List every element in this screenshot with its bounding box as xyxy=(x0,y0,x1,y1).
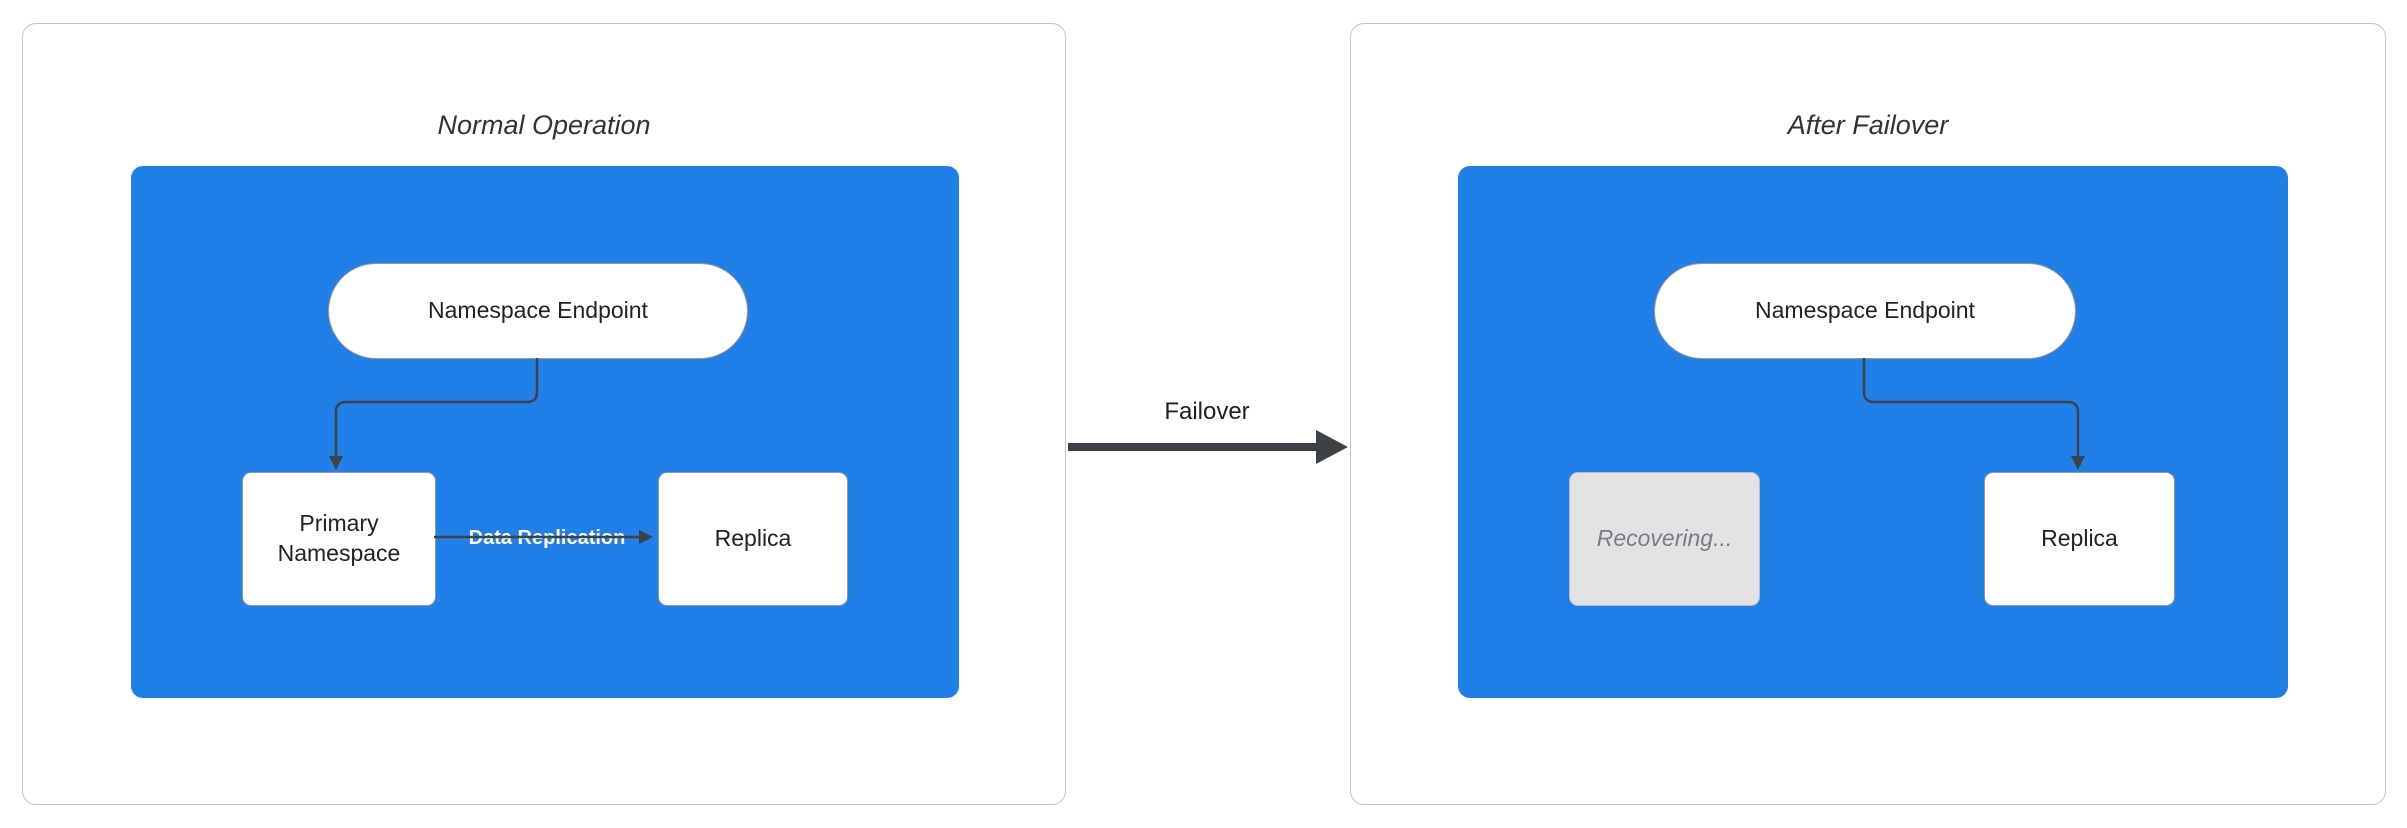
cluster-after-failover: Namespace Endpoint Recovering... Replica xyxy=(1458,166,2288,698)
node-replica: Replica xyxy=(1984,472,2175,606)
panel-title-after-failover: After Failover xyxy=(1787,110,1949,140)
connector-failover xyxy=(1068,430,1348,464)
edge-label-failover: Failover xyxy=(1164,398,1250,425)
node-replica: Replica xyxy=(658,472,848,606)
panel-normal-operation: Normal Operation Namespace Endpoint Prim… xyxy=(22,23,1066,805)
panel-after-failover: After Failover Namespace Endpoint Recove… xyxy=(1350,23,2386,805)
cluster-normal-operation: Namespace Endpoint Primary Namespace Rep… xyxy=(131,166,959,698)
edge-label-data-replication: Data Replication xyxy=(436,522,658,554)
node-recovering: Recovering... xyxy=(1569,472,1760,606)
node-namespace-endpoint: Namespace Endpoint xyxy=(328,263,748,359)
panel-title-normal-operation: Normal Operation xyxy=(437,110,651,140)
node-primary-namespace: Primary Namespace xyxy=(242,472,436,606)
node-namespace-endpoint: Namespace Endpoint xyxy=(1654,263,2076,359)
